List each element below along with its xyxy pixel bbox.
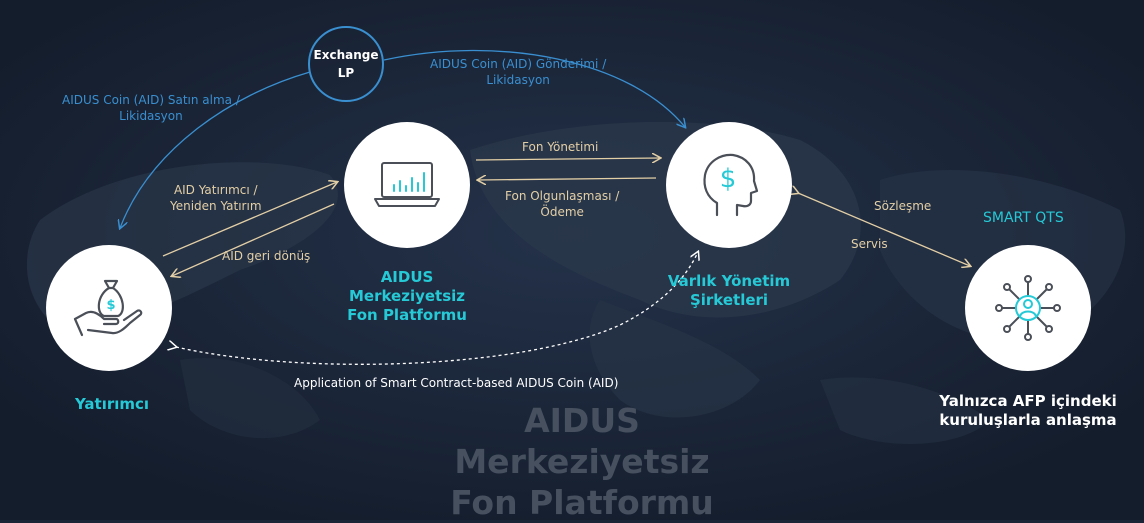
investor-title: Yatırımcı	[74, 395, 150, 413]
svg-text:$: $	[106, 298, 115, 313]
laptop-chart-icon	[374, 162, 440, 207]
arrow-aid-investor	[162, 182, 337, 257]
platform-node	[344, 122, 470, 248]
arrow-smart-contract	[176, 252, 698, 365]
head-dollar-icon: $	[703, 153, 759, 217]
aidus-buy-label: AIDUS Coin (AID) Satın alma / Likidasyon	[62, 93, 240, 123]
asset-management-node: $	[666, 122, 792, 248]
platform-title: AIDUS Merkeziyetsiz Fon Platformu	[347, 268, 467, 324]
watermark-text: AIDUS Merkeziyetsiz Fon Platformu	[450, 401, 714, 522]
lp-label: LP	[337, 66, 355, 80]
exchange-lp-node: Exchange LP	[308, 26, 384, 102]
service-label: Servis	[851, 237, 888, 251]
investor-node: $	[46, 245, 172, 371]
arrow-exchange-to-investor	[120, 71, 311, 228]
contract-label: Sözleşme	[874, 199, 932, 213]
arrow-fund-maturity	[478, 178, 657, 180]
arrow-fund-management	[475, 158, 660, 160]
money-bag-hand-icon: $	[73, 279, 143, 337]
aid-investor-label: AID Yatırımcı / Yeniden Yatırım	[170, 183, 262, 213]
arrow-exchange-to-asset-mgmt	[383, 49, 685, 127]
fund-maturity-label: Fon Olgunlaşması / Ödeme	[505, 189, 620, 219]
smart-qts-node	[965, 245, 1091, 371]
fund-management-label: Fon Yönetimi	[522, 140, 599, 154]
aid-return-label: AID geri dönüş	[222, 249, 311, 263]
smart-qts-label: SMART QTS	[983, 210, 1064, 226]
aidus-send-label: AIDUS Coin (AID) Gönderimi / Likidasyon	[430, 57, 607, 87]
network-person-icon	[995, 275, 1061, 341]
smart-qts-title: Yalnızca AFP içindeki kuruluşlarla anlaş…	[939, 392, 1117, 429]
exchange-label: Exchange	[313, 48, 379, 62]
arrow-contract-service	[798, 193, 970, 266]
asset-management-title: Varlık Yönetim Şirketleri	[667, 272, 791, 309]
smart-contract-label: Application of Smart Contract-based AIDU…	[294, 376, 619, 390]
arrow-aid-return	[172, 203, 335, 276]
svg-text:$: $	[720, 164, 737, 194]
